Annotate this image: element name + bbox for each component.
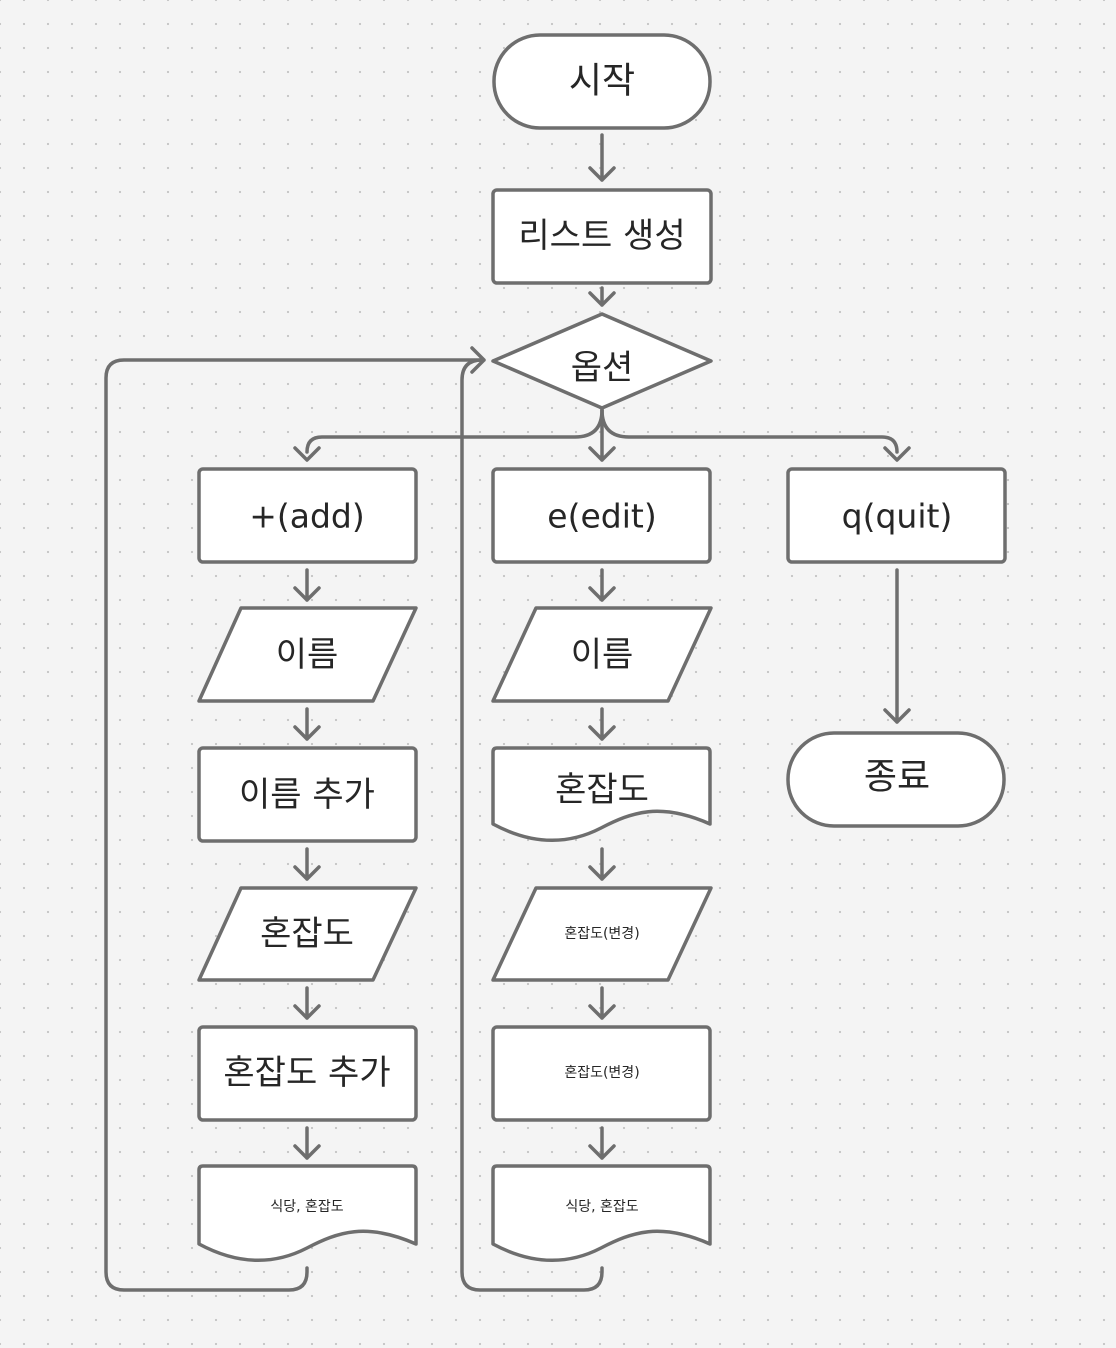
add-option-label: +(add) (249, 497, 365, 536)
arrow-add-1 (293, 568, 321, 602)
arrow-edit-2 (588, 707, 616, 741)
arrow-options-to-add (293, 446, 321, 462)
start-label: 시작 (569, 61, 635, 102)
add-input-name-label: 이름 (276, 635, 339, 675)
arrow-start-to-create (588, 133, 616, 182)
add-output-label: 식당, 혼잡도 (270, 1199, 343, 1215)
options-label: 옵션 (571, 348, 634, 388)
add-crowd-process: 혼잡도 추가 (197, 1025, 418, 1122)
add-input-name: 이름 (197, 606, 418, 703)
create-list-label: 리스트 생성 (518, 216, 685, 256)
add-name-process: 이름 추가 (197, 746, 418, 843)
arrow-quit-to-end (883, 568, 911, 724)
arrow-add-5 (293, 1126, 321, 1160)
arrow-edit-1 (588, 568, 616, 602)
add-input-crowd: 혼잡도 (197, 886, 418, 982)
edit-input-crowd-change-label: 혼잡도(변경) (564, 926, 639, 942)
edit-crowd-change-label: 혼잡도(변경) (564, 1065, 639, 1081)
quit-option-label: q(quit) (842, 497, 953, 536)
add-name-label: 이름 추가 (239, 775, 375, 815)
add-crowd-label: 혼잡도 추가 (223, 1053, 390, 1093)
start-terminal: 시작 (492, 33, 712, 130)
add-input-crowd-label: 혼잡도 (260, 914, 354, 954)
edit-option-label: e(edit) (547, 497, 656, 536)
add-output-document: 식당, 혼잡도 (197, 1164, 418, 1262)
edit-crowd-change-process: 혼잡도(변경) (491, 1025, 712, 1122)
edit-input-name: 이름 (491, 606, 713, 703)
add-option-process: +(add) (197, 467, 418, 564)
branch-connector-right (600, 408, 899, 454)
arrow-edit-4 (588, 986, 616, 1020)
options-decision: 옵션 (491, 312, 713, 410)
branch-connector (305, 408, 604, 454)
arrow-edit-5 (588, 1126, 616, 1160)
quit-option-process: q(quit) (786, 467, 1007, 564)
arrow-create-to-options (588, 286, 616, 307)
edit-input-name-label: 이름 (571, 635, 634, 675)
edit-show-crowd-label: 혼잡도 (555, 770, 649, 810)
edit-input-crowd-change: 혼잡도(변경) (491, 886, 713, 982)
edit-output-document: 식당, 혼잡도 (491, 1164, 712, 1262)
arrow-options-to-quit (883, 446, 911, 462)
connectors (104, 133, 911, 1292)
end-label: 종료 (864, 757, 930, 798)
arrow-add-4 (293, 986, 321, 1020)
edit-option-process: e(edit) (491, 467, 712, 564)
edit-show-crowd-document: 혼잡도 (491, 746, 712, 842)
end-terminal: 종료 (786, 731, 1006, 828)
create-list-process: 리스트 생성 (491, 188, 713, 285)
arrow-edit-3 (588, 847, 616, 881)
loop-add-to-options (104, 346, 486, 1292)
edit-output-label: 식당, 혼잡도 (565, 1199, 638, 1215)
loop-edit-to-options (460, 358, 604, 1292)
arrow-add-2 (293, 707, 321, 741)
arrow-options-to-edit (588, 408, 616, 462)
arrow-add-3 (293, 847, 321, 881)
